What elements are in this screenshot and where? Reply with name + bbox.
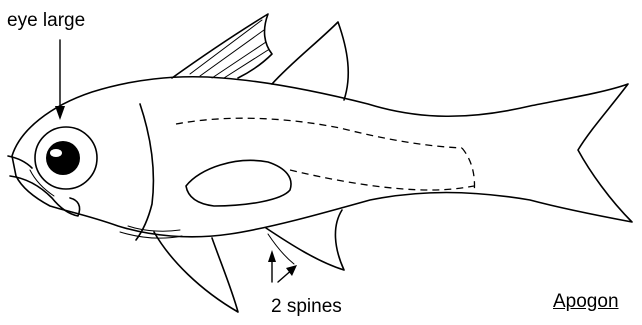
pectoral-fin	[186, 160, 291, 206]
anal-fin	[266, 210, 344, 270]
eye-pointer-arrow	[55, 40, 65, 120]
fish-body	[8, 77, 632, 237]
spines-label: 2 spines	[271, 296, 342, 318]
genus-label: Apogon	[553, 291, 619, 313]
eye-label: eye large	[7, 10, 85, 32]
second-dorsal-fin	[272, 22, 348, 100]
first-dorsal-fin	[172, 14, 272, 78]
lateral-line	[176, 118, 475, 194]
spines-pointer-arrows	[268, 250, 297, 282]
gill-cover	[120, 104, 182, 240]
pelvic-fin	[154, 232, 238, 312]
eye	[35, 127, 97, 189]
